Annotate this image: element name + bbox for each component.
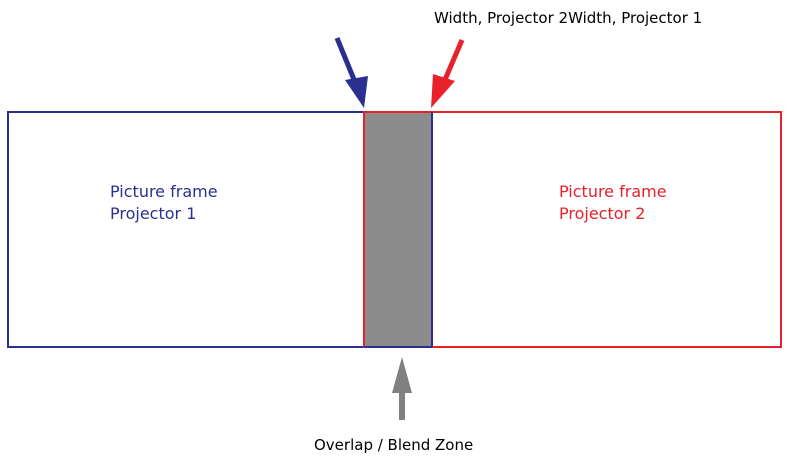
arrow-down-left-icon	[431, 39, 465, 108]
picture-frame-projector-2	[363, 111, 782, 348]
blend-zone-label: Overlap / Blend Zone	[314, 436, 474, 454]
blend-zone	[364, 112, 432, 347]
arrow-up-icon	[392, 357, 412, 420]
projector-2-frame-label: Picture frame Projector 2	[559, 181, 667, 225]
projector-1-frame-label: Picture frame Projector 1	[110, 181, 218, 225]
top-width-label: Width, Projector 2Width, Projector 1	[434, 9, 703, 27]
projector-1-label-line2: Projector 1	[110, 204, 197, 223]
projector-1-label-line1: Picture frame	[110, 182, 218, 201]
projector-2-label-line1: Picture frame	[559, 182, 667, 201]
arrow-down-right-icon	[334, 37, 368, 108]
projector-2-label-line2: Projector 2	[559, 204, 646, 223]
